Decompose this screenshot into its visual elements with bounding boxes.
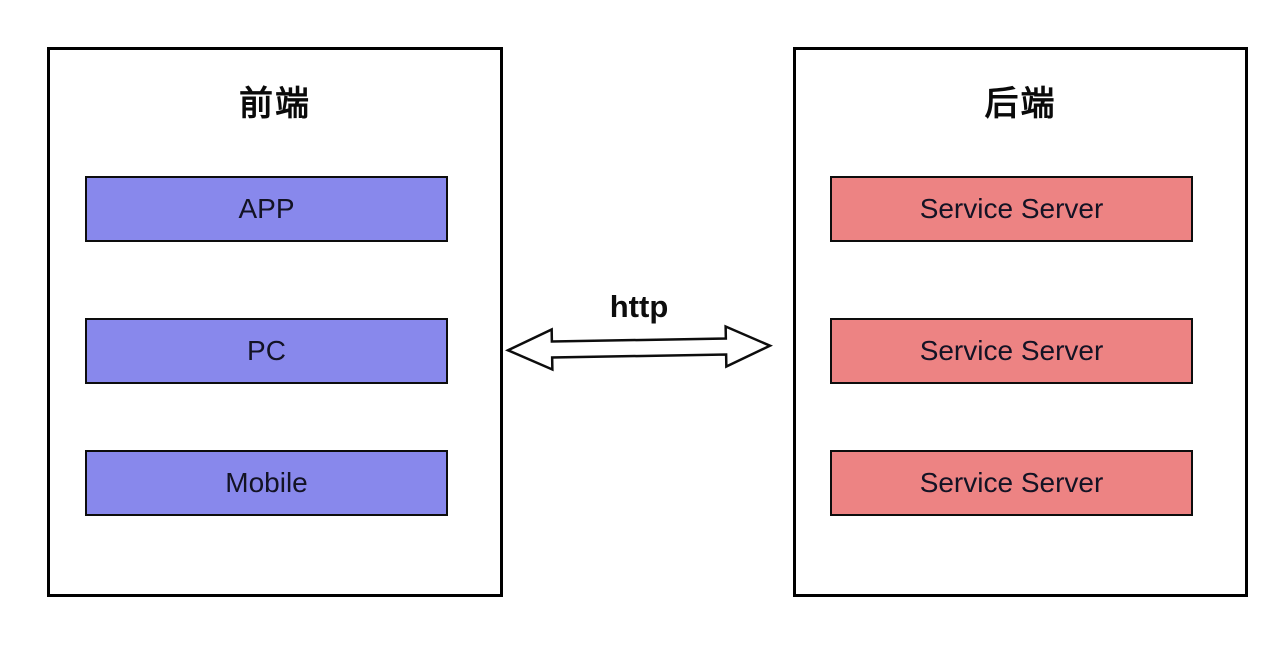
node-service-server-3: Service Server xyxy=(830,450,1193,516)
http-label: http xyxy=(609,289,669,324)
node-service-server-2: Service Server xyxy=(830,318,1193,384)
frontend-panel: 前端 APP PC Mobile xyxy=(47,47,503,597)
backend-panel-title: 后端 xyxy=(984,85,1057,123)
double-arrow-icon xyxy=(504,324,774,372)
node-service-server-1: Service Server xyxy=(830,176,1193,242)
http-connection: http xyxy=(504,289,774,374)
backend-panel: 后端 Service Server Service Server Service… xyxy=(793,47,1248,597)
frontend-panel-title: 前端 xyxy=(239,85,311,123)
node-mobile: Mobile xyxy=(85,450,448,516)
node-pc: PC xyxy=(85,318,448,384)
node-app: APP xyxy=(85,176,448,242)
